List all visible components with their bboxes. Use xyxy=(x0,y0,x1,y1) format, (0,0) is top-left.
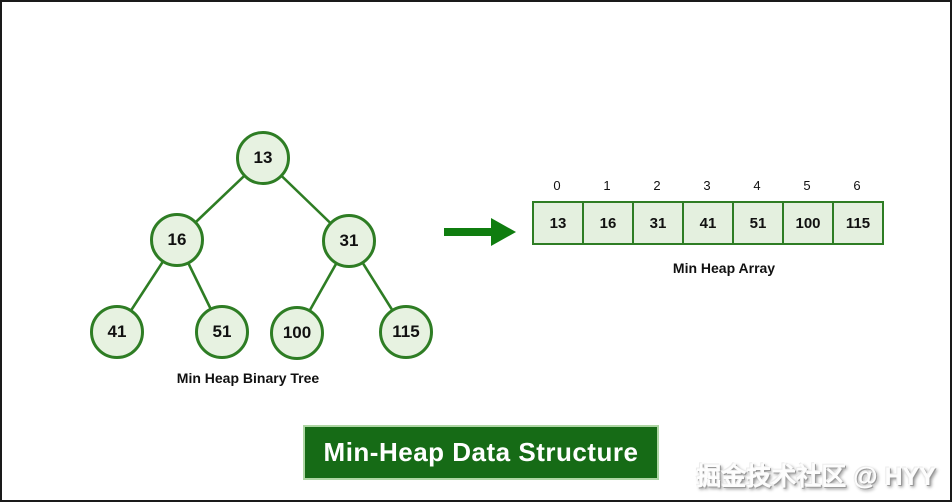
array-index: 0 xyxy=(553,178,561,193)
array-cell: 16 xyxy=(582,201,634,245)
watermark: 掘金技术社区 @ HYY xyxy=(696,463,936,491)
title-banner: Min-Heap Data Structure xyxy=(303,425,659,480)
array-index: 5 xyxy=(803,178,811,193)
array-cell: 100 xyxy=(782,201,834,245)
array-index: 1 xyxy=(603,178,611,193)
tree-node-left: 16 xyxy=(150,213,204,267)
tree-node-right-left: 100 xyxy=(270,306,324,360)
array-cell: 51 xyxy=(732,201,784,245)
array-index: 2 xyxy=(653,178,661,193)
tree-node-left-left: 41 xyxy=(90,305,144,359)
tree-node-root: 13 xyxy=(236,131,290,185)
array-index: 6 xyxy=(853,178,861,193)
array-cell: 115 xyxy=(832,201,884,245)
array-cell: 41 xyxy=(682,201,734,245)
array-index: 4 xyxy=(753,178,761,193)
array-index: 3 xyxy=(703,178,711,193)
tree-node-right: 31 xyxy=(322,214,376,268)
tree-caption: Min Heap Binary Tree xyxy=(176,370,320,386)
right-arrow-icon xyxy=(444,218,516,246)
array-caption: Min Heap Array xyxy=(672,260,776,276)
diagram-title: Min-Heap Data Structure xyxy=(323,437,639,467)
array-cell: 13 xyxy=(532,201,584,245)
tree-node-right-right: 115 xyxy=(379,305,433,359)
array-index-row: 0 1 2 3 4 5 6 xyxy=(532,178,882,193)
array-cell: 31 xyxy=(632,201,684,245)
tree-node-left-right: 51 xyxy=(195,305,249,359)
array-cell-row: 13 16 31 41 51 100 115 xyxy=(532,201,884,245)
